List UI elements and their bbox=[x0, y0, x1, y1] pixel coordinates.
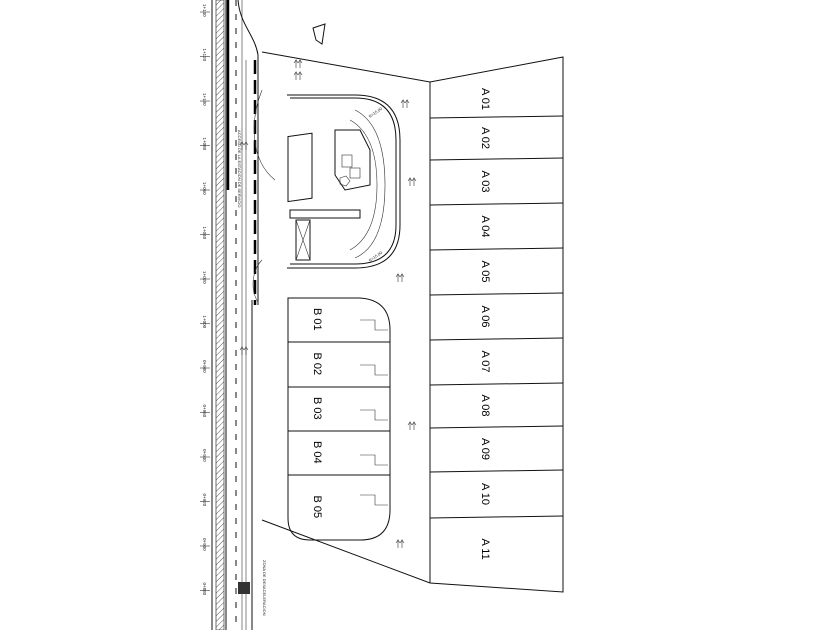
traffic-arrow-icon bbox=[239, 141, 249, 150]
lot-divider bbox=[429, 337, 564, 341]
radius-label-top: R=15.00 bbox=[368, 106, 384, 119]
station-label: 1+100 bbox=[202, 93, 207, 106]
lot-label-a: A 07 bbox=[479, 351, 491, 373]
lot-label-a: A 01 bbox=[479, 88, 491, 110]
station-label: 1+120 bbox=[202, 49, 207, 62]
lot-label-a: A 03 bbox=[479, 171, 491, 193]
lot-label-a: A 10 bbox=[479, 483, 491, 505]
lot-divider bbox=[429, 115, 564, 119]
lot-divider bbox=[429, 157, 564, 161]
lot-label-b: B 03 bbox=[311, 397, 323, 420]
station-label: 1+020 bbox=[202, 271, 207, 284]
lot-label-a: A 04 bbox=[479, 216, 491, 238]
traffic-arrow-icon bbox=[395, 539, 405, 548]
lot-label-a: A 05 bbox=[479, 261, 491, 283]
block-a: A 01 A 02 A 03 A 04 A 05 A 06 A 07 A 08 A 09 A 10… bbox=[429, 88, 564, 560]
access-label: ACCESO DE LA ESTACION DE SERVICIO bbox=[237, 130, 242, 207]
lot-label-b: B 04 bbox=[311, 441, 323, 464]
station-label: 1+000 bbox=[202, 316, 207, 329]
traffic-arrow-icon bbox=[395, 273, 405, 282]
station-label: 0+940 bbox=[202, 449, 207, 462]
lot-label-a: A 02 bbox=[479, 127, 491, 149]
block-b bbox=[287, 297, 391, 541]
station-label: 0+980 bbox=[202, 360, 207, 373]
lot-label-b: B 01 bbox=[311, 308, 323, 331]
station-label: 0+920 bbox=[202, 494, 207, 507]
property-boundary bbox=[261, 23, 564, 593]
traffic-arrow-icon bbox=[407, 177, 417, 186]
lot-label-a: A 09 bbox=[479, 438, 491, 460]
station-label: 0+880 bbox=[202, 583, 207, 596]
lot-divider bbox=[429, 202, 564, 206]
lot-divider bbox=[429, 425, 564, 429]
station-label: 0+900 bbox=[202, 538, 207, 551]
traffic-arrow-icon bbox=[239, 346, 249, 355]
station-label: 1+080 bbox=[202, 138, 207, 151]
traffic-arrow-icon bbox=[293, 71, 303, 80]
traffic-arrow-icon bbox=[400, 99, 410, 108]
lot-label-a: A 11 bbox=[479, 539, 491, 560]
lot-label-a: A 08 bbox=[479, 395, 491, 417]
lot-label-a: A 06 bbox=[479, 306, 491, 328]
lot-divider bbox=[429, 469, 564, 473]
service-station: R=15.00 R=15.00 bbox=[287, 94, 401, 269]
station-label: 1+060 bbox=[202, 182, 207, 195]
station-label: 1+040 bbox=[202, 227, 207, 240]
lot-label-b: B 02 bbox=[311, 353, 323, 376]
lot-label-b: B 05 bbox=[311, 496, 323, 519]
lot-divider bbox=[429, 382, 564, 386]
highway: 1+140 1+120 1+100 1+080 1+060 1+040 1+020 1+000… bbox=[200, 0, 276, 630]
note-label: ZONA DE DESACELERACION bbox=[262, 560, 267, 616]
lot-divider bbox=[429, 515, 564, 519]
lot-divider bbox=[429, 247, 564, 251]
traffic-arrow-icon bbox=[407, 421, 417, 430]
station-label: 0+960 bbox=[202, 405, 207, 418]
lot-divider bbox=[429, 292, 564, 296]
station-label: 1+140 bbox=[202, 4, 207, 17]
traffic-arrow-icon bbox=[293, 59, 303, 68]
